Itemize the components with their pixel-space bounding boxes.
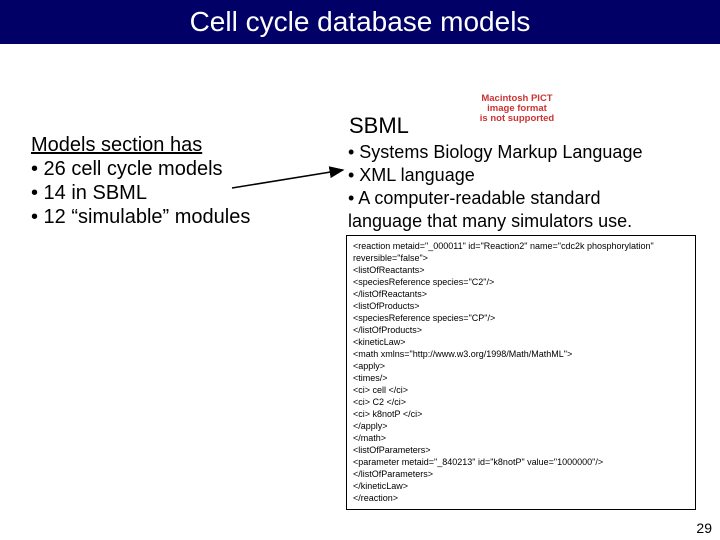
xml-line: <apply> — [353, 361, 386, 371]
warning-line: Macintosh PICT — [481, 93, 553, 104]
models-section-block: Models section has • 26 cell cycle model… — [31, 133, 250, 229]
page-number: 29 — [696, 520, 712, 536]
xml-line: reversible="false"> — [353, 253, 428, 263]
sbml-heading: SBML — [349, 113, 409, 138]
xml-line: </listOfProducts> — [353, 325, 423, 335]
xml-line: <ci> cell </ci> — [353, 385, 409, 395]
sbml-xml-code-box: <reaction metaid="_000011" id="Reaction2… — [346, 235, 696, 510]
xml-line: <ci> C2 </ci> — [353, 397, 407, 407]
image-placeholder-warning: Macintosh PICT image format is not suppo… — [466, 94, 568, 124]
sbml-bullets: • Systems Biology Markup Language • XML … — [348, 141, 642, 233]
xml-line: <reaction metaid="_000011" id="Reaction2… — [353, 241, 654, 251]
xml-line: <listOfReactants> — [353, 265, 425, 275]
sbml-bullet: • Systems Biology Markup Language — [348, 142, 643, 162]
xml-line: <listOfParameters> — [353, 445, 431, 455]
xml-line: </listOfParameters> — [353, 469, 434, 479]
xml-line: </reaction> — [353, 493, 399, 503]
xml-line: <parameter metaid="_840213" id="k8notP" … — [353, 457, 604, 467]
xml-line: </kineticLaw> — [353, 481, 409, 491]
xml-line: <times/> — [353, 373, 388, 383]
xml-line: <ci> k8notP </ci> — [353, 409, 423, 419]
title-bar: Cell cycle database models — [0, 0, 720, 44]
xml-line: </listOfReactants> — [353, 289, 428, 299]
sbml-bullet: language that many simulators use. — [348, 211, 633, 231]
warning-line: image format — [487, 103, 547, 114]
sbml-bullet: • XML language — [348, 165, 475, 185]
xml-line: <speciesReference species="C2"/> — [353, 277, 495, 287]
sbml-bullet: • A computer-readable standard — [348, 188, 601, 208]
models-heading: Models section has — [31, 134, 203, 156]
xml-line: <kineticLaw> — [353, 337, 406, 347]
models-bullet: • 26 cell cycle models — [31, 158, 223, 180]
xml-line: <speciesReference species="CP"/> — [353, 313, 496, 323]
xml-line: </apply> — [353, 421, 388, 431]
xml-line: <listOfProducts> — [353, 301, 420, 311]
warning-line: is not supported — [479, 113, 555, 124]
xml-line: </math> — [353, 433, 387, 443]
models-bullet: • 14 in SBML — [31, 182, 147, 204]
models-bullet: • 12 “simulable” modules — [31, 206, 251, 228]
slide-title: Cell cycle database models — [189, 6, 531, 37]
xml-line: <math xmlns="http://www.w3.org/1998/Math… — [353, 349, 573, 359]
